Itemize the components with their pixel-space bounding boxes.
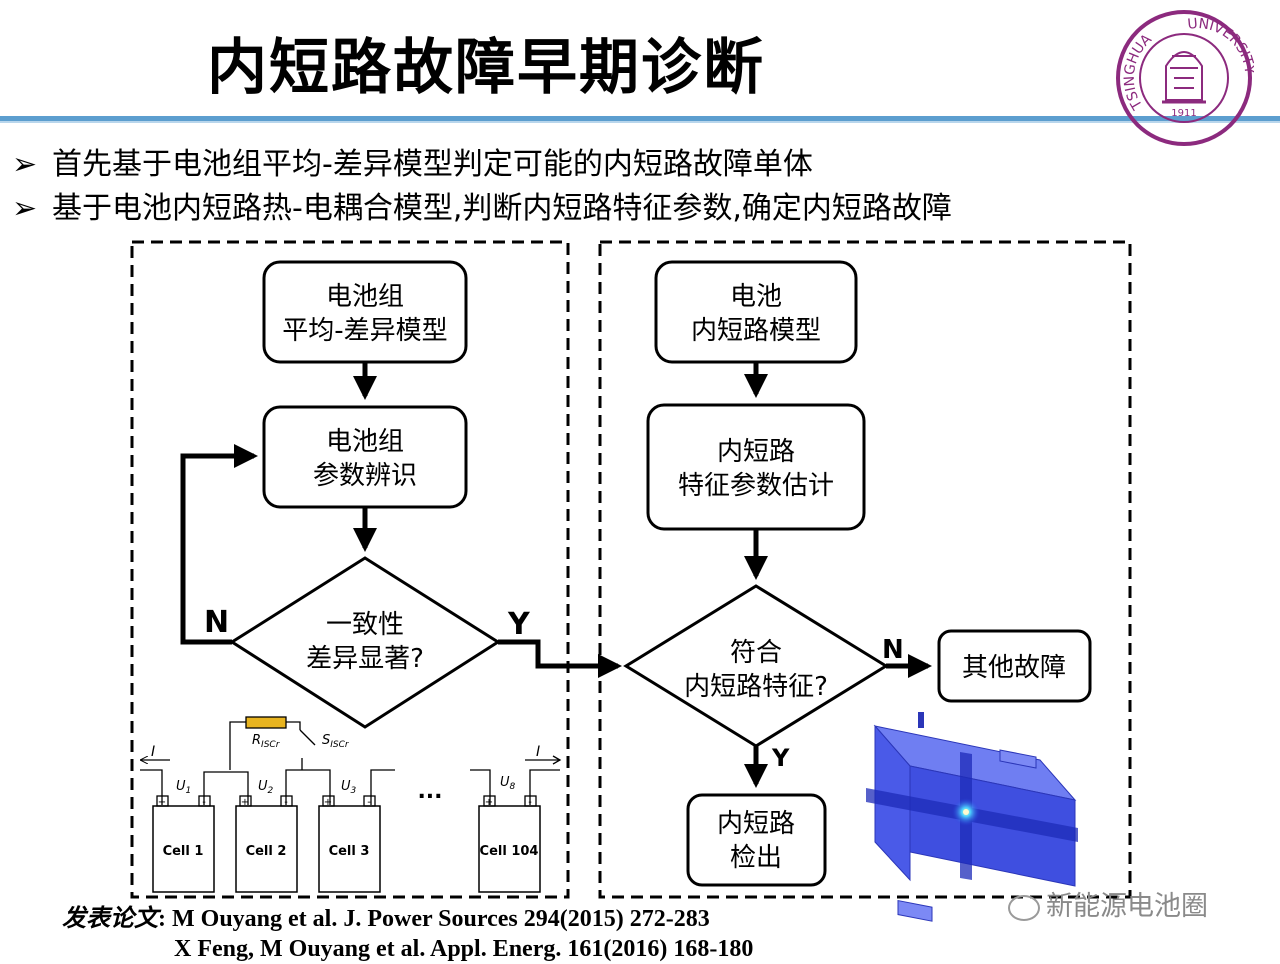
cell-1-label: Cell 1 [163,844,204,859]
u2-label: U2 [258,779,274,796]
right-no-label: N [882,635,904,665]
cell-104-label: Cell 104 [480,844,539,859]
left-dashed-frame [130,240,570,899]
terminal-plus: + [158,797,166,808]
u8-label: U8 [500,775,516,792]
u3-label: U3 [341,779,357,796]
feature-estimation-box [646,403,866,531]
cells-ellipsis: ... [417,779,442,804]
tsinghua-seal-icon: TSINGHUA UNIVERSITY 1911 [1116,10,1254,146]
bullet-1: ➢ 首先基于电池组平均-差异模型判定可能的内短路故障单体 [12,145,813,185]
reference-2: X Feng, M Ouyang et al. Appl. Energ. 161… [174,936,754,962]
right-yes-label: Y [771,744,790,772]
bullet-2-text: 基于电池内短路热-电耦合模型,判断内短路特征参数,确定内短路故障 [52,191,952,226]
title-divider-light [0,121,1280,123]
cell-3 [318,805,381,893]
cell-2 [235,805,298,893]
terminal-plus: + [241,797,249,808]
resistor-label: RISCr [252,733,281,750]
terminal-minus: - [202,797,206,808]
watermark-text: 新能源电池圈 [1046,891,1208,922]
terminal-plus: + [324,797,332,808]
param-id-line1: 电池组 [326,427,404,457]
bullet-arrow-icon: ➢ [12,191,38,226]
bullet-2: ➢ 基于电池内短路热-电耦合模型,判断内短路特征参数,确定内短路故障 [12,189,952,229]
left-yes-label: Y [507,607,531,642]
consistency-line2: 差异显著? [306,644,424,674]
feature-estimation-line1: 内短路 [717,437,795,467]
title-divider [0,116,1280,121]
terminal-minus: - [284,797,288,808]
cell-104 [478,805,541,893]
references-label: 发表论文 [62,904,158,932]
left-no-label: N [204,605,229,640]
consistency-line1: 一致性 [326,610,404,640]
isc-switch [299,729,316,746]
param-id-line2: 参数辨识 [313,461,417,491]
watermark: 新能源电池圈 [1008,884,1208,923]
isc-detected-line1: 内短路 [717,809,795,839]
battery-pack-circuit [140,716,562,893]
other-fault-text: 其他故障 [962,653,1066,683]
current-label-right: I [536,744,540,760]
wechat-icon [1008,894,1040,921]
cell-1 [152,805,215,893]
isc-feature-line2: 内短路特征? [684,672,828,702]
reference-1: : M Ouyang et al. J. Power Sources 294(2… [158,906,710,932]
pack-model-line1: 电池组 [326,282,404,312]
logo-year: 1911 [1171,108,1196,119]
isc-feature-line1: 符合 [730,638,782,668]
cell-2-label: Cell 2 [246,844,287,859]
terminal-plus: + [485,797,493,808]
pack-model-line2: 平均-差异模型 [282,316,447,346]
no-loop-arrow [180,444,258,645]
references: 发表论文: M Ouyang et al. J. Power Sources 2… [62,903,753,964]
pack-model-box [262,260,468,364]
bullet-1-text: 首先基于电池组平均-差异模型判定可能的内短路故障单体 [52,147,813,182]
current-label-left: I [151,744,155,760]
battery-simulation-image [866,712,1078,922]
isc-model-line1: 电池 [730,282,782,312]
isc-model-box [654,260,858,364]
feature-estimation-line2: 特征参数估计 [678,471,834,501]
param-id-box [262,405,468,509]
right-dashed-frame [598,240,1132,899]
isc-detected-line2: 检出 [730,843,782,873]
isc-model-line2: 内短路模型 [691,316,821,346]
cell-3-label: Cell 3 [329,844,370,859]
yes-arrow-to-right [498,639,622,678]
switch-label: SISCr [322,733,350,750]
other-fault-box [937,629,1092,703]
page-title: 内短路故障早期诊断 [207,33,765,103]
isc-detected-box [686,793,827,887]
consistency-diamond [229,556,501,729]
terminal-minus: - [367,797,371,808]
terminal-minus: - [528,797,532,808]
u1-label: U1 [176,779,191,796]
bullet-arrow-icon: ➢ [12,147,38,182]
isc-resistor [245,716,287,729]
